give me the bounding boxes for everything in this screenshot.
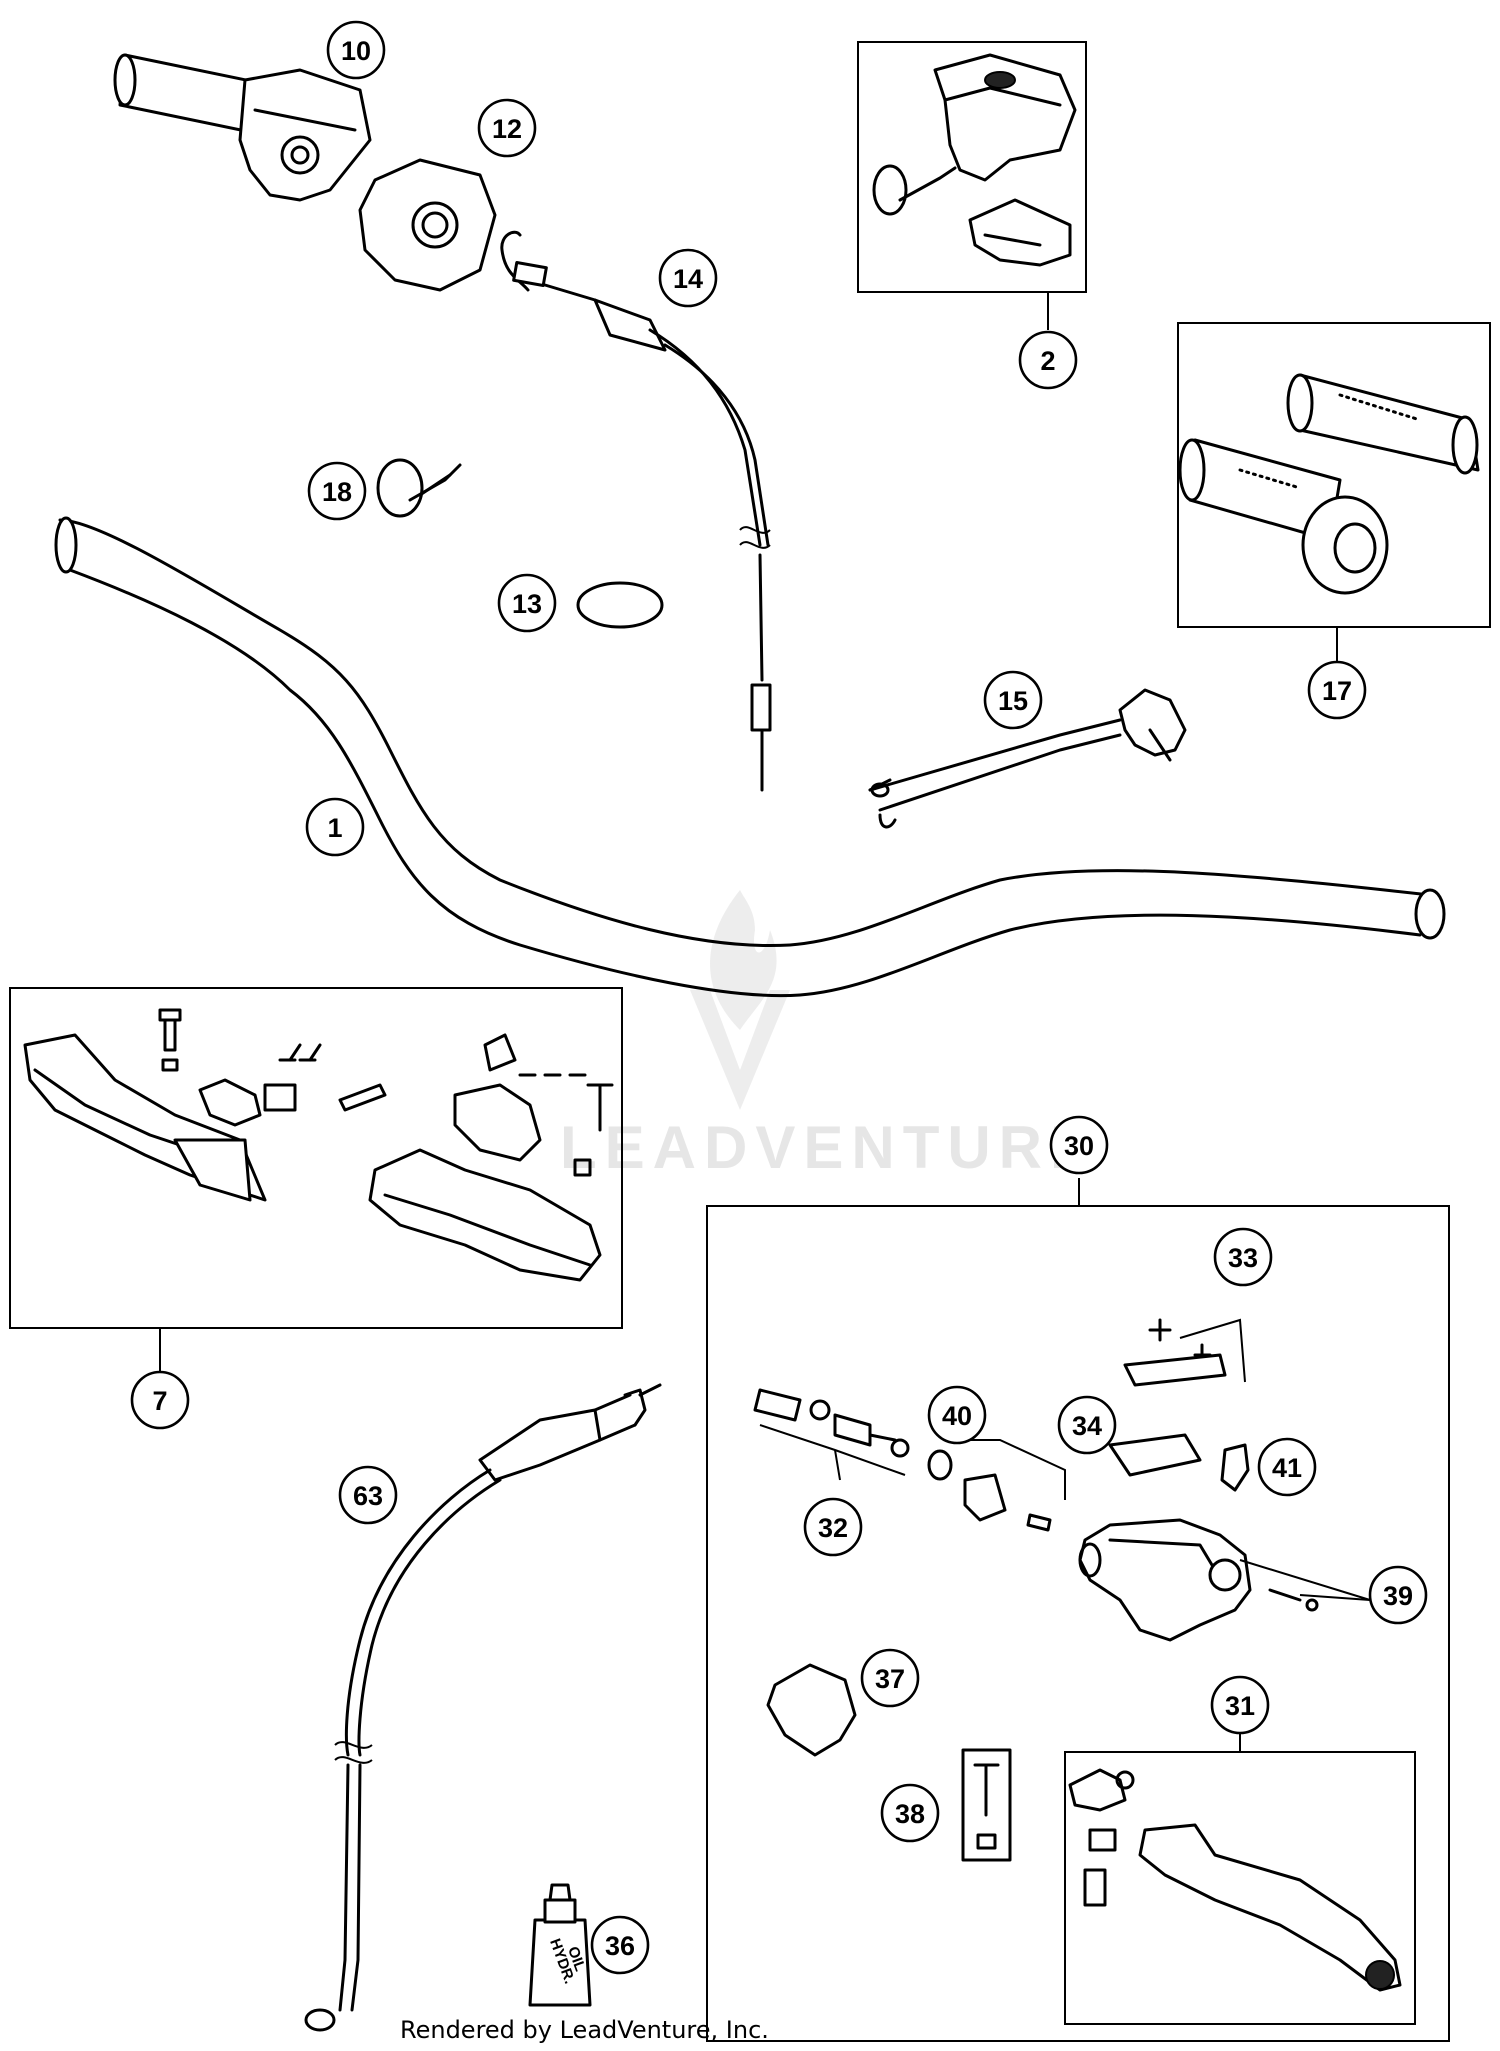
- callout-33: 33: [1213, 1227, 1273, 1287]
- throttle-grip-part: [113, 53, 372, 202]
- callout-label: 10: [341, 36, 371, 66]
- callout-63: 63: [338, 1465, 398, 1525]
- callout-label: 12: [492, 114, 522, 144]
- lever-part: [1068, 1768, 1402, 1992]
- callout-label: 41: [1272, 1453, 1302, 1483]
- callout-30: 30: [1049, 1115, 1109, 1175]
- callout-39: 39: [1368, 1565, 1428, 1625]
- callout-31: 31: [1210, 1675, 1270, 1735]
- callout-circle: [130, 1370, 190, 1430]
- callout-circle: [477, 98, 537, 158]
- callout-14: 14: [658, 248, 718, 308]
- box-part-7: [9, 987, 623, 1329]
- box-part-2: [857, 41, 1087, 293]
- callout-1: 1: [305, 797, 365, 857]
- callout-circle: [1213, 1227, 1273, 1287]
- callout-label: 31: [1225, 1691, 1255, 1721]
- callout-36: 36: [590, 1915, 650, 1975]
- throttle-cable-part: [500, 230, 772, 792]
- callout-34: 34: [1057, 1395, 1117, 1455]
- callout-label: 2: [1040, 346, 1055, 376]
- callout-label: 37: [875, 1664, 905, 1694]
- callout-circle: [590, 1915, 650, 1975]
- screw-kit-part: [961, 1748, 1012, 1862]
- callout-circle: [307, 461, 367, 521]
- callout-label: 63: [353, 1481, 383, 1511]
- callout-label: 34: [1072, 1411, 1102, 1441]
- oil-bottle-part: HYDR. OIL: [528, 1883, 592, 2007]
- cap-part: [766, 1663, 857, 1757]
- handlebar-part: [54, 516, 1446, 998]
- throttle-cover-part: [358, 158, 497, 292]
- watermark-v-icon: [690, 990, 790, 1110]
- callout-circle: [1210, 1675, 1270, 1735]
- callout-label: 30: [1064, 1131, 1094, 1161]
- callout-circle: [338, 1465, 398, 1525]
- callout-label: 40: [942, 1401, 972, 1431]
- callout-circle: [860, 1648, 920, 1708]
- piston-kit-part: [753, 1388, 953, 1481]
- callout-circle: [658, 248, 718, 308]
- callout-label: 15: [998, 686, 1028, 716]
- bolt-part: [1220, 1443, 1250, 1492]
- callout-circle: [803, 1497, 863, 1557]
- callout-label: 7: [152, 1386, 167, 1416]
- callout-32: 32: [803, 1497, 863, 1557]
- credit-text: Rendered by LeadVenture, Inc.: [400, 2016, 769, 2044]
- callout-label: 13: [512, 589, 542, 619]
- callout-2: 2: [1018, 330, 1078, 390]
- watermark-text: LEADVENTURE: [560, 1114, 1098, 1181]
- callout-circle: [1057, 1395, 1117, 1455]
- callout-circle: [305, 797, 365, 857]
- callout-label: 39: [1383, 1581, 1413, 1611]
- callout-label: 38: [895, 1799, 925, 1829]
- kill-switch-part: [868, 688, 1187, 829]
- o-ring-part: [576, 581, 664, 629]
- callout-17: 17: [1307, 660, 1367, 720]
- callout-circle: [1018, 330, 1078, 390]
- switch-housing-part: [872, 53, 1077, 267]
- callout-circle: [1049, 1115, 1109, 1175]
- callout-15: 15: [983, 670, 1043, 730]
- callout-circle: [927, 1385, 987, 1445]
- callout-41: 41: [1257, 1437, 1317, 1497]
- handguards-part: [23, 1008, 614, 1282]
- callout-7: 7: [130, 1370, 190, 1430]
- cable-tie-part: [376, 458, 462, 518]
- watermark: LEADVENTURE: [560, 890, 1098, 1181]
- callout-circle: [983, 670, 1043, 730]
- callout-circle: [1368, 1565, 1428, 1625]
- callout-label: 18: [322, 477, 352, 507]
- master-cylinder-part: [1078, 1518, 1371, 1642]
- callout-label: 32: [818, 1513, 848, 1543]
- hydraulic-hose-part: [304, 1383, 662, 2032]
- callout-circle: [497, 573, 557, 633]
- callout-circle: [1257, 1437, 1317, 1497]
- callout-label: 17: [1322, 676, 1352, 706]
- callout-label: 1: [327, 813, 342, 843]
- callout-13: 13: [497, 573, 557, 633]
- callout-circle: [880, 1783, 940, 1843]
- callout-40: 40: [927, 1385, 987, 1445]
- box-part-17: [1177, 322, 1491, 628]
- callout-37: 37: [860, 1648, 920, 1708]
- reservoir-parts: [963, 1439, 1066, 1532]
- callout-10: 10: [326, 20, 386, 80]
- callout-circle: [326, 20, 386, 80]
- callout-label: 36: [605, 1931, 635, 1961]
- callout-12: 12: [477, 98, 537, 158]
- callout-label: 33: [1228, 1243, 1258, 1273]
- callout-18: 18: [307, 461, 367, 521]
- diaphragm-part: [1108, 1433, 1202, 1477]
- callout-label: 14: [673, 264, 703, 294]
- callout-circle: [1307, 660, 1367, 720]
- cover-screws-part: [1123, 1318, 1246, 1387]
- callout-38: 38: [880, 1783, 940, 1843]
- grips-part: [1178, 373, 1480, 595]
